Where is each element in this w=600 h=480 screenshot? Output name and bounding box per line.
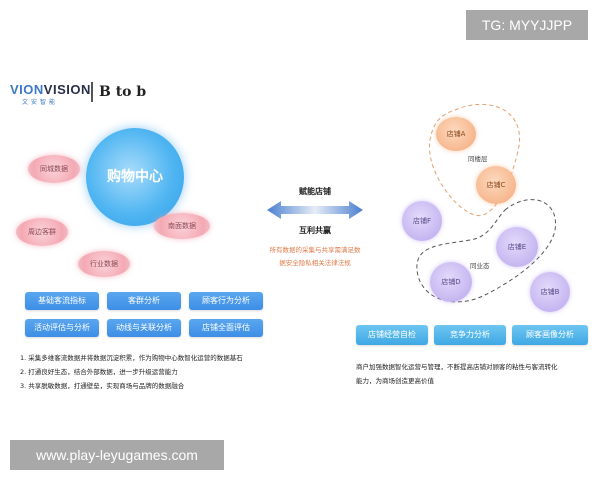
mid-empower-label: 赋能店铺 (299, 187, 331, 196)
right-note-line-1: 商户加强数据智化运营与管理，不断提高店铺对顾客的粘性与客流转化 (356, 363, 558, 371)
right-note-line-2: 能力，为商场创造更高价值 (356, 377, 434, 385)
group-label-same-industry: 同业态 (470, 262, 490, 270)
btn-customer-behavior[interactable]: 顾客行为分析 (189, 292, 263, 310)
brand-logo-blue: VION (10, 82, 44, 97)
btn-path-analysis[interactable]: 动线与关联分析 (107, 319, 181, 337)
store-groups-diagram (416, 103, 556, 303)
left-notes: 1. 采集多维客流数据并将数据沉淀积累，作为购物中心数智化运营的数据基石 2. … (20, 351, 320, 393)
store-a: 店铺A (436, 117, 476, 151)
watermark-top: TG: MYYJJPP (466, 10, 588, 40)
btn-customer-portrait[interactable]: 顾客画像分析 (512, 325, 588, 345)
brand-divider (91, 82, 93, 102)
btn-competitiveness[interactable]: 竞争力分析 (434, 325, 506, 345)
cloud-city-data: 同城数据 (28, 155, 80, 183)
store-e: 店铺E (496, 227, 538, 267)
brand-subtitle: 文安智能 (22, 99, 59, 106)
left-note-1: 1. 采集多维客流数据并将数据沉淀积累，作为购物中心数智化运营的数据基石 (20, 354, 243, 362)
mid-winwin-label: 互利共赢 (299, 226, 331, 235)
double-arrow-icon (267, 201, 363, 219)
left-note-2: 2. 打通良好生态，结合外部数据，进一步升级运营能力 (20, 368, 178, 376)
store-b: 店铺B (530, 272, 570, 312)
btn-store-self-check[interactable]: 店铺经营自检 (356, 325, 428, 345)
watermark-bottom: www.play-leyugames.com (10, 440, 224, 470)
left-note-3: 3. 共享脱敏数据，打通壁垒，实现商场与品牌的数据融合 (20, 382, 185, 390)
mid-compliance-line-1: 所有数据的采集与共享需满足数 (269, 246, 361, 254)
mid-compliance-note: 所有数据的采集与共享需满足数 据安全隐私相关法律法规 (252, 244, 378, 270)
brand-logo: VIONVISION (10, 82, 91, 97)
store-c: 店铺C (476, 166, 516, 204)
btn-basic-traffic[interactable]: 基础客流指标 (25, 292, 99, 310)
same-floor-group-outline (428, 103, 520, 217)
brand-logo-dark: VISION (43, 82, 91, 97)
mid-compliance-line-2: 据安全隐私相关法律法规 (279, 259, 351, 267)
store-f: 店铺F (402, 201, 442, 241)
cloud-industry-data: 行业数据 (78, 251, 130, 277)
cloud-south-data: 南面数据 (154, 213, 210, 239)
mall-center-label: 购物中心 (107, 169, 163, 185)
right-note: 商户加强数据智化运营与管理，不断提高店铺对顾客的粘性与客流转化 能力，为商场创造… (356, 360, 592, 388)
btn-store-eval[interactable]: 店铺全面评估 (189, 319, 263, 337)
cloud-nearby-customers: 周边客群 (16, 218, 68, 246)
same-industry-group-outline (416, 199, 556, 303)
btn-customer-group[interactable]: 客群分析 (107, 292, 181, 310)
brand-tagline: B to b (99, 84, 147, 100)
store-d: 店铺D (430, 262, 472, 302)
group-label-same-floor: 同楼层 (468, 155, 488, 163)
mall-center-circle (86, 128, 184, 226)
btn-activity-eval[interactable]: 活动评估与分析 (25, 319, 99, 337)
